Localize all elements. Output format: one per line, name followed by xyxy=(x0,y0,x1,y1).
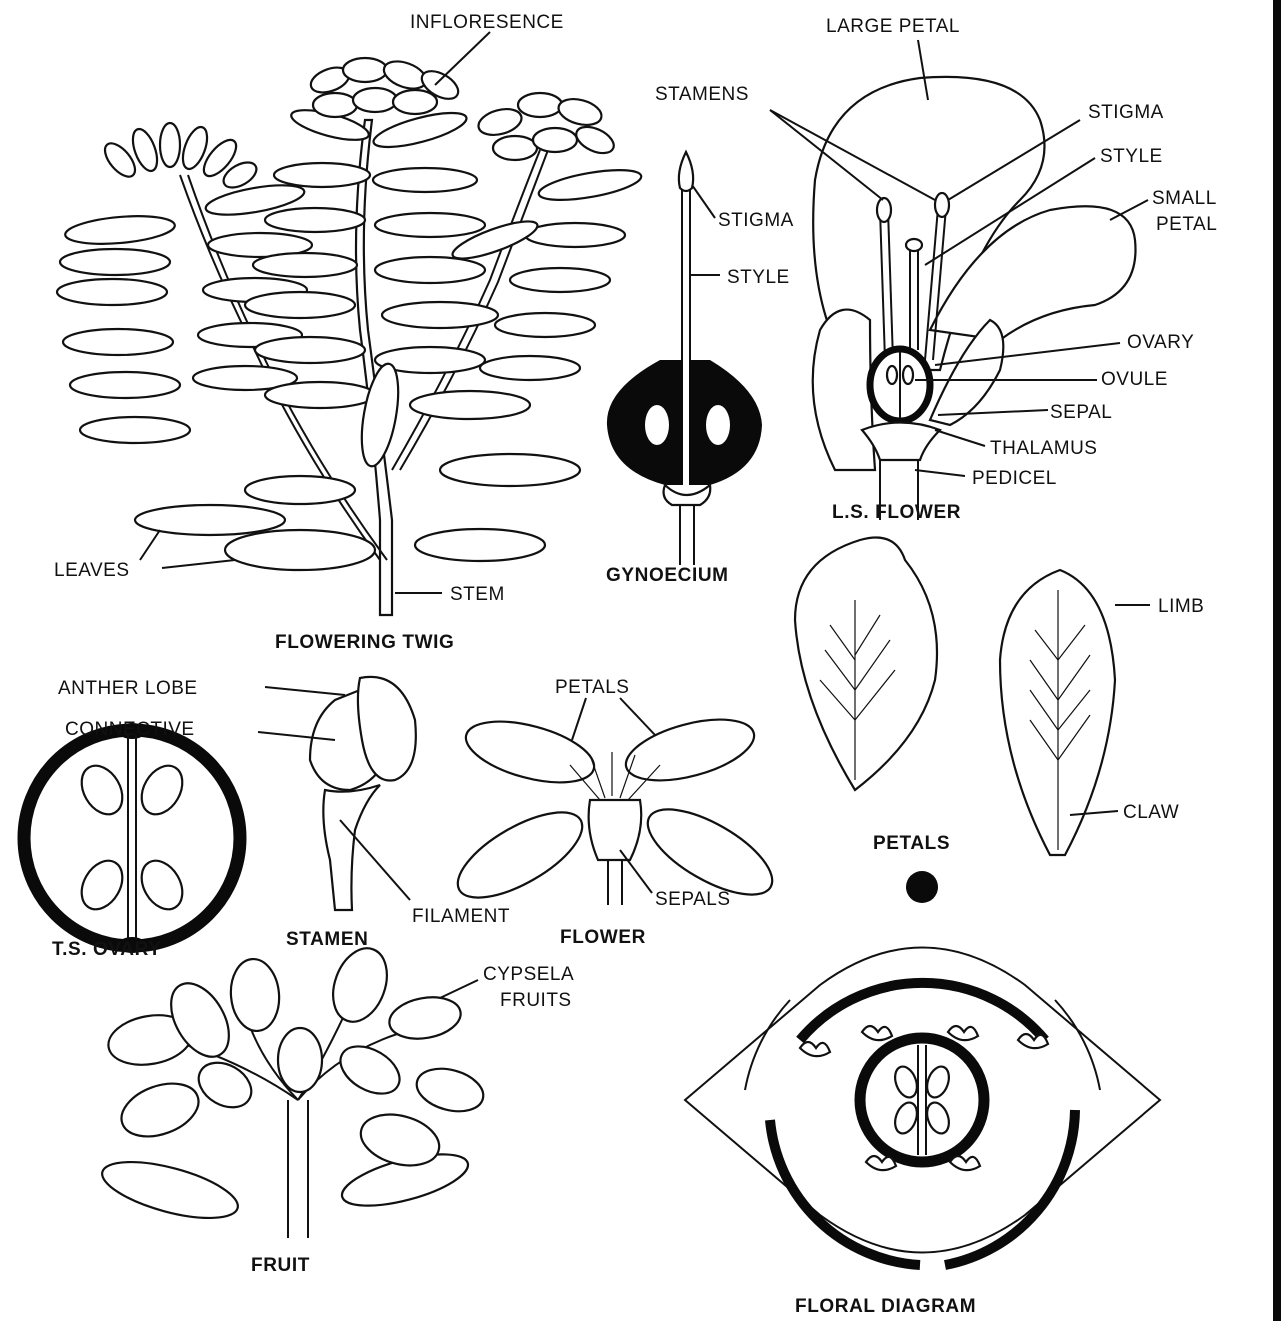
label-cypsela-2: FRUITS xyxy=(500,990,572,1011)
caption-petals: PETALS xyxy=(873,833,950,854)
label-anther-lobe: ANTHER LOBE xyxy=(58,678,198,699)
caption-flowering-twig: FLOWERING TWIG xyxy=(275,632,454,653)
label-claw: CLAW xyxy=(1123,802,1179,823)
label-limb: LIMB xyxy=(1158,596,1204,617)
label-petals-flower: PETALS xyxy=(555,677,629,698)
label-infloresence: INFLORESENCE xyxy=(410,12,564,33)
caption-floral-diagram: FLORAL DIAGRAM xyxy=(795,1296,976,1317)
caption-stamen: STAMEN xyxy=(286,929,368,950)
caption-fruit: FRUIT xyxy=(251,1255,310,1276)
caption-ls-flower: L.S. FLOWER xyxy=(832,502,961,523)
label-ovule: OVULE xyxy=(1101,369,1168,390)
label-stem: STEM xyxy=(450,584,505,605)
label-small-petal-2: PETAL xyxy=(1156,214,1217,235)
label-pedicel: PEDICEL xyxy=(972,468,1057,489)
flower-drawing xyxy=(445,708,784,914)
label-filament: FILAMENT xyxy=(412,906,510,927)
label-stamens: STAMENS xyxy=(655,84,749,105)
fruit-drawing xyxy=(97,941,488,1238)
label-small-petal-1: SMALL xyxy=(1152,188,1217,209)
label-style-gynoecium: STYLE xyxy=(727,267,790,288)
caption-gynoecium: GYNOECIUM xyxy=(606,565,729,586)
petals-drawing xyxy=(795,538,1115,856)
label-sepal: SEPAL xyxy=(1050,402,1112,423)
label-connective: CONNECTIVE xyxy=(65,719,195,740)
flowering-twig-drawing xyxy=(57,56,643,615)
caption-flower: FLOWER xyxy=(560,927,646,948)
inflorescence-left xyxy=(99,123,260,193)
floral-diagram-drawing xyxy=(685,871,1160,1265)
label-style-ls: STYLE xyxy=(1100,146,1163,167)
label-cypsela-1: CYPSELA xyxy=(483,964,574,985)
label-thalamus: THALAMUS xyxy=(990,438,1097,459)
label-stigma-ls: STIGMA xyxy=(1088,102,1164,123)
label-ovary: OVARY xyxy=(1127,332,1194,353)
label-sepals: SEPALS xyxy=(655,889,731,910)
label-leaves: LEAVES xyxy=(54,560,130,581)
ts-ovary-drawing xyxy=(24,723,240,953)
label-stigma-gynoecium: STIGMA xyxy=(718,210,794,231)
stamen-drawing xyxy=(310,677,416,910)
label-large-petal: LARGE PETAL xyxy=(826,16,960,37)
inflorescence-middle xyxy=(307,56,462,117)
caption-ts-ovary: T.S. OVARY xyxy=(52,939,161,960)
inflorescence-right xyxy=(476,93,618,160)
